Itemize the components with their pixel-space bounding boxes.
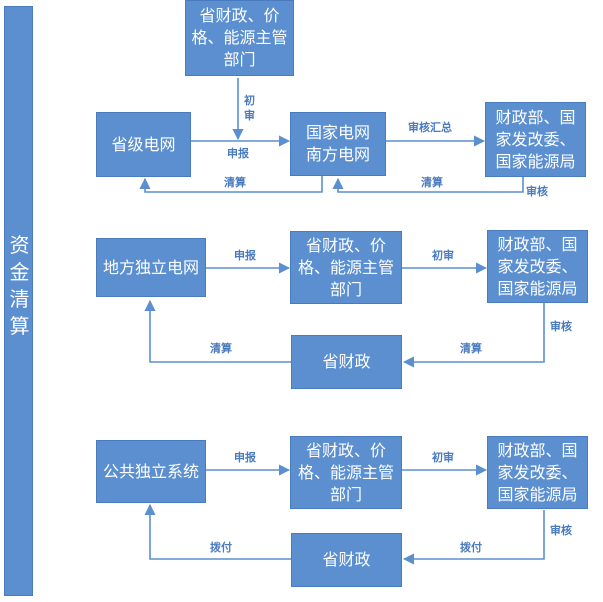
arrow-finance3-to-public bbox=[144, 503, 291, 560]
arrow-ministries-review-national bbox=[332, 177, 524, 193]
sidebar-bar: 资金清算 bbox=[4, 6, 33, 596]
sidebar-label: 资金清算 bbox=[9, 233, 30, 338]
label-initial-review-top-2: 审 bbox=[244, 108, 255, 122]
label-declare-3: 申报 bbox=[234, 450, 257, 464]
arrow-ministries3-to-finance3 bbox=[402, 510, 545, 565]
node-local-grid: 地方独立电网 bbox=[96, 238, 206, 297]
label-review-1: 审核 bbox=[526, 184, 548, 198]
arrow-ministries2-to-finance2 bbox=[402, 301, 545, 368]
node-label: 省财政、价格、能源主管部门 bbox=[297, 235, 394, 299]
node-national-grid: 国家电网 南方电网 bbox=[290, 112, 386, 176]
label-declare-1: 申报 bbox=[227, 146, 250, 160]
label-initial-review-2: 初审 bbox=[432, 248, 454, 262]
label-settle-2b: 清算 bbox=[460, 341, 482, 355]
label-initial-review-top-1: 初 bbox=[244, 93, 255, 107]
label-review-3: 审核 bbox=[550, 523, 572, 537]
label-declare-2: 申报 bbox=[234, 248, 257, 262]
label-settle-2a: 清算 bbox=[210, 341, 232, 355]
node-ministries-1: 财政部、国家发改委、国家能源局 bbox=[485, 102, 586, 177]
node-pricing-authority-2: 省财政、价格、能源主管部门 bbox=[290, 231, 402, 304]
node-provincial-pricing-authority: 省财政、价格、能源主管部门 bbox=[185, 0, 294, 76]
label-settle-1b: 清算 bbox=[421, 175, 443, 189]
node-label: 公共独立系统 bbox=[102, 461, 199, 481]
node-ministries-3: 财政部、国家发改委、国家能源局 bbox=[487, 436, 588, 509]
node-public-system: 公共独立系统 bbox=[96, 440, 206, 503]
label-allocate-3b: 拨付 bbox=[460, 540, 482, 554]
label-review-summary: 审核汇总 bbox=[408, 120, 452, 134]
node-pricing-authority-3: 省财政、价格、能源主管部门 bbox=[290, 436, 402, 509]
label-initial-review-3: 初审 bbox=[432, 450, 454, 464]
node-label: 省级电网 bbox=[111, 134, 176, 154]
node-label: 省财政、价格、能源主管部门 bbox=[191, 6, 288, 69]
node-label: 省财政 bbox=[322, 550, 371, 569]
node-provincial-finance-2: 省财政 bbox=[291, 335, 402, 389]
node-provincial-finance-3: 省财政 bbox=[291, 533, 402, 587]
node-label: 省财政 bbox=[322, 352, 371, 371]
node-label: 国家电网 南方电网 bbox=[305, 123, 370, 164]
node-ministries-2: 财政部、国家发改委、国家能源局 bbox=[487, 230, 588, 303]
arrow-finance2-to-local bbox=[144, 299, 291, 363]
label-allocate-3a: 拨付 bbox=[210, 540, 232, 554]
label-review-2: 审核 bbox=[550, 319, 572, 333]
node-label: 财政部、国家发改委、国家能源局 bbox=[497, 440, 578, 504]
arrow-national-settle-provincial bbox=[139, 176, 323, 193]
node-label: 地方独立电网 bbox=[102, 257, 199, 277]
label-settle-1a: 清算 bbox=[224, 175, 246, 189]
node-label: 省财政、价格、能源主管部门 bbox=[297, 440, 394, 504]
node-label: 财政部、国家发改委、国家能源局 bbox=[495, 107, 576, 171]
node-label: 财政部、国家发改委、国家能源局 bbox=[497, 234, 578, 298]
node-provincial-grid: 省级电网 bbox=[96, 112, 191, 177]
